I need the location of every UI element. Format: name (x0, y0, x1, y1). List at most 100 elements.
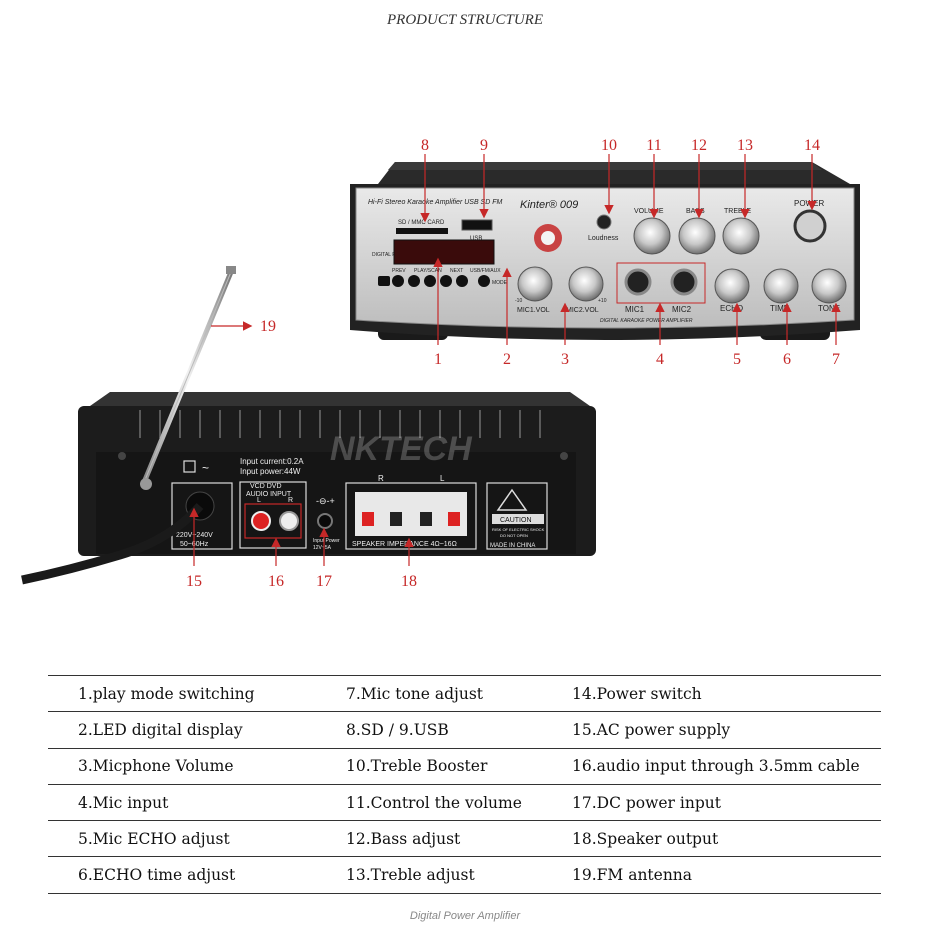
button-label-mode: MODE (492, 280, 508, 286)
volume-knob[interactable] (633, 217, 671, 255)
usb-port[interactable] (461, 219, 493, 231)
legend-item: 4.Mic input (48, 784, 316, 822)
front-unit: Hi-Fi Stereo Karaoke Amplifier USB SD FM… (350, 162, 860, 340)
sd-card-slot[interactable] (396, 228, 448, 234)
button-prev[interactable] (392, 275, 404, 287)
power-switch[interactable] (793, 209, 827, 243)
loudness-label: Loudness (588, 235, 619, 242)
speaker-impedance-label: SPEAKER IMPEDANCE 4Ω~16Ω (352, 541, 457, 548)
speaker-terminal-r-plus[interactable] (362, 512, 374, 526)
echo-knob[interactable] (714, 268, 750, 304)
watermark: NKTECH (330, 430, 473, 468)
callout-9: 9 (480, 137, 488, 154)
legend-item: 13.Treble adjust (316, 856, 542, 894)
front-bottom-text: DIGITAL KARAOKE POWER AMPLIFIER (600, 318, 693, 324)
button-label-play: PLAY/SCAN (414, 268, 442, 274)
callout-10: 10 (601, 137, 617, 154)
volume-label: VOLUME (634, 208, 664, 215)
button-label-prev: PREV (392, 268, 406, 274)
button-source[interactable] (456, 275, 468, 287)
brand-emblem (534, 224, 562, 252)
callout-3: 3 (561, 351, 569, 368)
screw-icon (560, 452, 568, 460)
input-current-label: Input current:0.2A (240, 457, 304, 466)
callout-13: 13 (737, 137, 753, 154)
legend-item: 14.Power switch (542, 674, 881, 713)
audio-input-label-2: AUDIO INPUT (246, 491, 292, 498)
legend-item: 3.Micphone Volume (48, 748, 316, 785)
high-voltage-warning-icon (496, 488, 528, 511)
legend-item: 16.audio input through 3.5mm cable (542, 748, 881, 785)
mic2-volume-knob[interactable] (568, 266, 604, 302)
bass-knob[interactable] (678, 217, 716, 255)
scale-max-label: +10 (598, 298, 607, 304)
input-power-label: Input power:44W (240, 467, 301, 476)
callout-12: 12 (691, 137, 707, 154)
legend-row: 4.Mic input 11.Control the volume 17.DC … (48, 784, 881, 822)
callout-4: 4 (656, 351, 664, 368)
mic1-jack[interactable] (624, 268, 652, 296)
legend-row: 2.LED digital display 8.SD / 9.USB 15.AC… (48, 711, 881, 749)
speaker-terminal-l-plus[interactable] (448, 512, 460, 526)
callout-6: 6 (783, 351, 791, 368)
callout-lines (189, 154, 841, 566)
front-top-text: Hi-Fi Stereo Karaoke Amplifier USB SD FM (368, 199, 502, 206)
speaker-left-label: L (440, 474, 445, 483)
time-knob[interactable] (763, 268, 799, 304)
led-display (393, 239, 495, 265)
button-play[interactable] (408, 275, 420, 287)
mic2-vol-label: MIC2.VOL (566, 307, 599, 314)
dc-power-jack[interactable] (317, 513, 333, 529)
callout-numbers: 1 2 3 4 5 6 7 8 9 10 11 12 13 14 15 16 1… (186, 137, 840, 590)
page-title: PRODUCT STRUCTURE (387, 12, 543, 28)
mic1-vol-label: MIC1.VOL (517, 307, 550, 314)
fm-antenna[interactable] (140, 266, 236, 490)
callout-15: 15 (186, 573, 202, 590)
rca-left-jack[interactable] (251, 511, 271, 531)
legend-item: 18.Speaker output (542, 820, 881, 858)
button-mode[interactable] (478, 275, 490, 287)
legend-item: 17.DC power input (542, 784, 881, 822)
treble-knob[interactable] (722, 217, 760, 255)
button-label-mode-src: USB/FM/AUX (470, 268, 501, 274)
legend-row: 5.Mic ECHO adjust 12.Bass adjust 18.Spea… (48, 820, 881, 858)
brand-logo: Kinter® 009 (520, 199, 578, 211)
callout-18: 18 (401, 573, 417, 590)
callout-17: 17 (316, 573, 332, 590)
mic2-label: MIC2 (672, 305, 692, 314)
legend-item: 1.play mode switching (48, 674, 316, 713)
treble-label: TREBLE (724, 208, 752, 215)
callout-2: 2 (503, 351, 511, 368)
button-scan[interactable] (424, 275, 436, 287)
callout-14: 14 (804, 137, 820, 154)
speaker-terminal-r-minus[interactable] (390, 512, 402, 526)
callout-11: 11 (646, 137, 661, 154)
legend-item: 5.Mic ECHO adjust (48, 820, 316, 858)
left-channel-label: L (257, 497, 261, 504)
legend-item: 6.ECHO time adjust (48, 856, 316, 894)
audio-input-label-1: VCD DVD (250, 483, 282, 490)
scale-min-label: -10 (515, 298, 522, 304)
tone-knob[interactable] (811, 268, 847, 304)
legend-item: 8.SD / 9.USB (316, 711, 542, 749)
mode-buttons: PREV PLAY/SCAN NEXT USB/FM/AUX MODE (378, 268, 508, 287)
legend-item: 7.Mic tone adjust (316, 674, 542, 713)
legend-item: 15.AC power supply (542, 711, 881, 749)
parts-legend: 1.play mode switching 7.Mic tone adjust … (48, 674, 881, 894)
speaker-terminal-l-minus[interactable] (420, 512, 432, 526)
dc-voltage-label: 12V~5A (313, 545, 332, 551)
button-mode-1[interactable] (378, 276, 390, 286)
rca-right-jack[interactable] (279, 511, 299, 531)
button-next[interactable] (440, 275, 452, 287)
callout-1: 1 (434, 351, 442, 368)
mic1-volume-knob[interactable] (517, 266, 553, 302)
rear-unit: NKTECH ~ Input current:0.2A Input power:… (21, 266, 596, 585)
product-diagram: Hi-Fi Stereo Karaoke Amplifier USB SD FM… (21, 137, 860, 590)
callout-5: 5 (733, 351, 741, 368)
tone-label: TONE (818, 304, 840, 313)
ac-power-cable (21, 502, 204, 585)
mic2-jack[interactable] (670, 268, 698, 296)
double-insulation-icon (183, 460, 196, 473)
loudness-button[interactable] (596, 214, 612, 230)
sd-label: SD / MMC CARD (398, 220, 445, 226)
